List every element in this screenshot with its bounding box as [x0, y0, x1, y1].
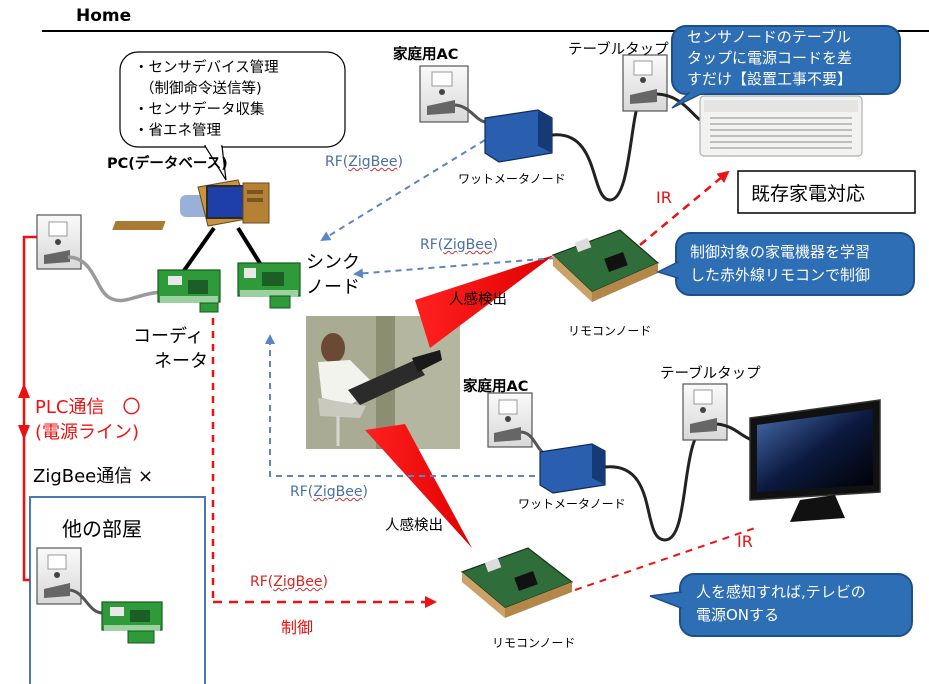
pc-label: PC(データベース)	[107, 156, 228, 172]
pc-bubble-line: ・センサデータ収集	[134, 102, 265, 118]
zigbee-cross-label: ZigBee通信 ×	[33, 466, 154, 487]
plc-arrow-up	[18, 383, 30, 398]
pc-bubble-shape	[119, 51, 346, 148]
watt-meter-label-2: ワットメータノード	[518, 497, 626, 511]
callout-line: センサノードのテーブル	[687, 28, 851, 46]
plc-label-2: (電源ライン)	[35, 422, 140, 443]
callout-bottom-right-shape	[649, 573, 913, 637]
other-room-label: 他の部屋	[62, 517, 142, 541]
ir-label-1: IR	[656, 188, 672, 207]
motion-beam-1	[415, 255, 554, 348]
callout-middle-right-shape	[655, 232, 915, 296]
air-conditioner	[699, 95, 863, 157]
callout-line: すだけ【設置工事不要】	[687, 70, 853, 88]
watt-meter-label-1: ワットメータノード	[458, 172, 566, 186]
motion-beam-2	[365, 424, 472, 548]
rf-arrow-watt1	[320, 139, 486, 242]
other-room-board	[101, 601, 163, 644]
pc-bubble-line: ・省エネ管理	[134, 123, 221, 139]
coordinator-label-1: コーディ	[133, 326, 204, 347]
home-ac-label-1: 家庭用AC	[393, 47, 459, 63]
other-room-border	[29, 496, 206, 684]
outlet-table-tap-2	[682, 383, 728, 441]
watt-meter-2	[539, 443, 606, 494]
rf-label-1: RF(ZigBee)	[325, 154, 403, 170]
outlet-home-ac-1	[419, 65, 469, 123]
remote-node-board-2	[460, 547, 574, 618]
rf-label-2: RF(ZigBee)	[420, 237, 498, 253]
ir-label-2: IR	[737, 532, 753, 551]
callout-line: 制御対象の家電機器を学習	[690, 243, 871, 261]
existing-appliance-box	[737, 170, 916, 214]
header-title: Home	[76, 6, 132, 26]
sink-node-label-2: ノード	[306, 277, 360, 298]
callout-top-right-shape	[671, 25, 901, 109]
callout-line: 電源ONする	[696, 606, 780, 624]
coordinator-label-2: ネータ	[154, 351, 208, 372]
rf-arrow-remote1	[353, 257, 556, 279]
ir-arrow-1	[639, 170, 730, 246]
callout-line: 人を感知すれば,テレビの	[696, 583, 866, 601]
motion-label-1: 人感検出	[449, 292, 507, 308]
pc-icon	[112, 179, 270, 230]
tv-icon	[749, 399, 881, 522]
table-tap-label-1: テーブルタップ	[568, 42, 669, 58]
outlet-home-ac-2	[487, 392, 533, 448]
sink-node-board	[237, 262, 301, 309]
table-tap-label-2: テーブルタップ	[660, 366, 761, 382]
rf-arrow-watt2	[265, 334, 535, 477]
sink-node-label-1: シンク	[306, 252, 360, 273]
plc-arrow-down	[18, 425, 30, 440]
rf-label-4: RF(ZigBee)	[250, 574, 328, 590]
motion-label-2: 人感検出	[385, 518, 443, 534]
outlet-other-room	[36, 547, 82, 605]
pc-bubble-line: （制御命令送信等)	[140, 81, 262, 97]
outlet-coordinator	[36, 214, 82, 270]
coordinator-board	[157, 269, 221, 313]
callout-line: タップに電源コードを差	[687, 49, 853, 67]
home-ac-label-2: 家庭用AC	[463, 379, 529, 395]
ir-line-2	[574, 527, 756, 591]
remote-node-label-1: リモコンノード	[568, 324, 652, 338]
remote-node-label-2: リモコンノード	[492, 636, 576, 650]
pc-bubble-line: ・センサデバイス管理	[134, 60, 279, 76]
watt-meter-1	[484, 109, 553, 163]
rf-label-3: RF(ZigBee)	[290, 484, 368, 500]
remote-node-board-1	[551, 229, 660, 302]
plc-line	[22, 235, 42, 582]
existing-appliance-label: 既存家電対応	[751, 183, 866, 205]
callout-line: した赤外線リモコンで制御	[690, 266, 871, 284]
outlet-table-tap-1	[622, 54, 668, 112]
control-label: 制御	[281, 618, 314, 637]
plc-label-1: PLC通信 〇	[35, 397, 141, 418]
